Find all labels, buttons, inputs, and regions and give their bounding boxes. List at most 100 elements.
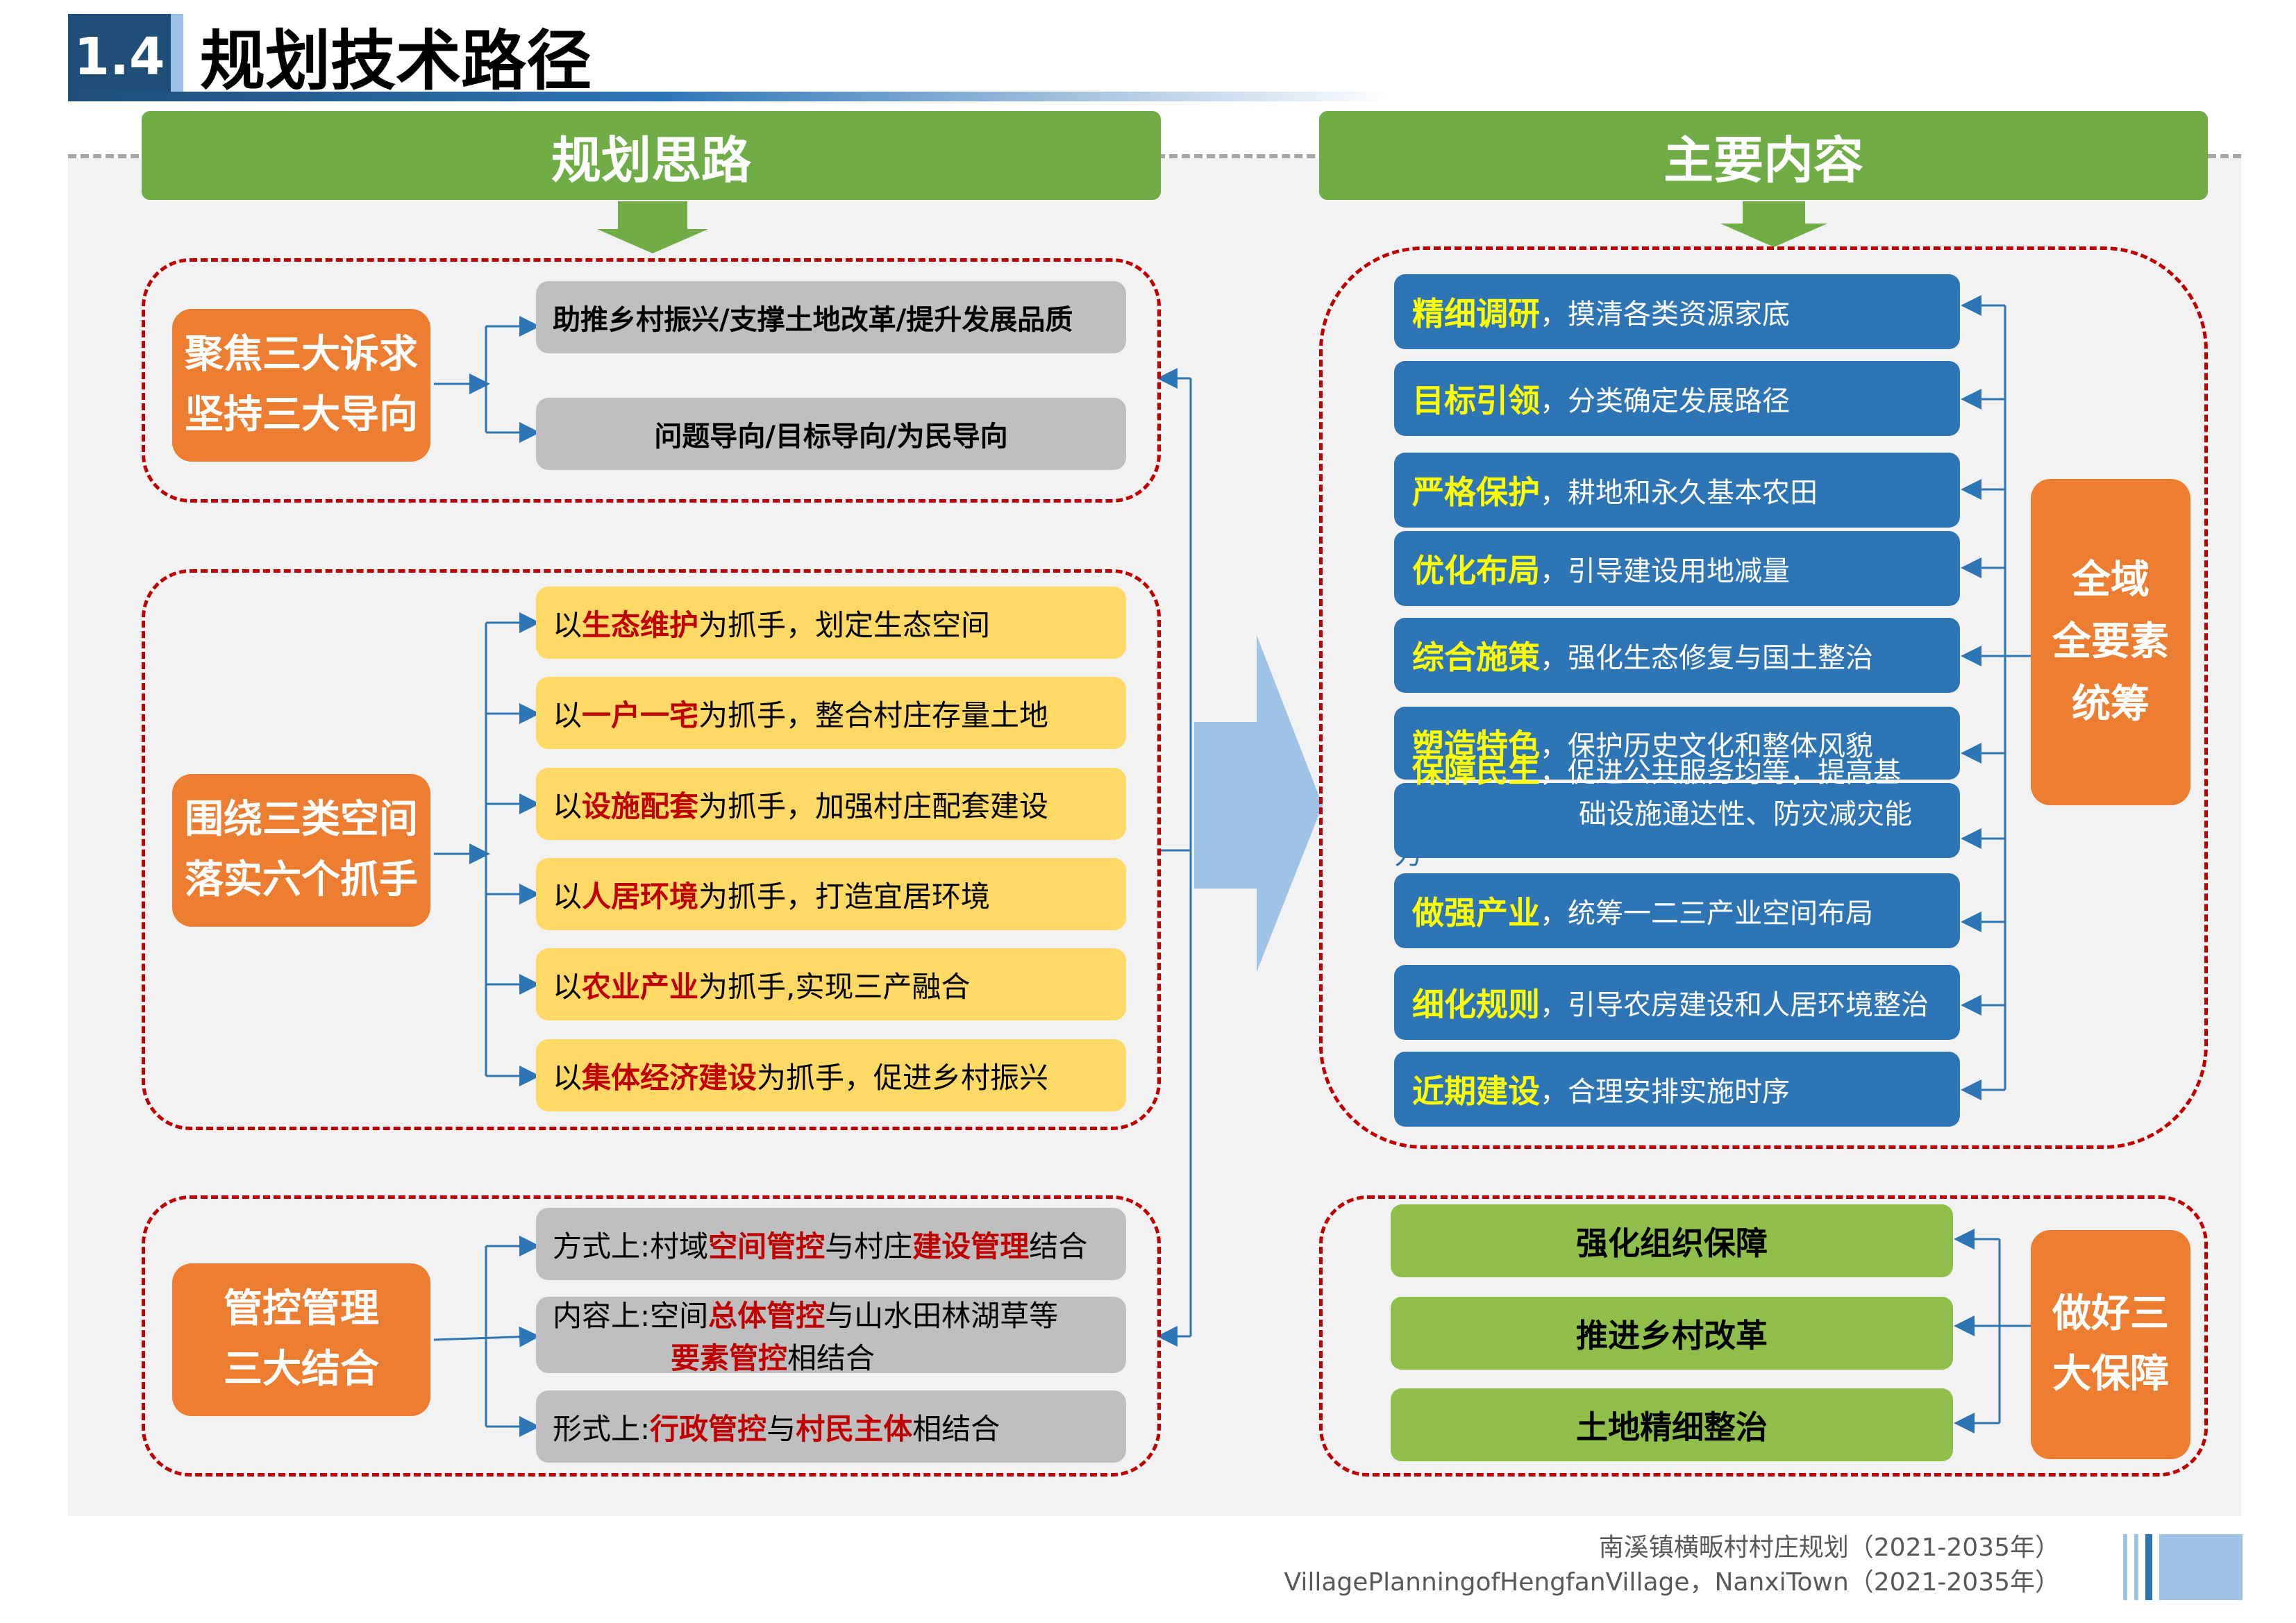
content-item: 严格保护，耕地和永久基本农田 bbox=[1394, 453, 1960, 528]
content-line: 础设施通达性、防灾减灾能 bbox=[1579, 798, 1912, 830]
group3-badge: 管控管理 三大结合 bbox=[172, 1263, 430, 1416]
item-suffix: 为抓手，划定生态空间 bbox=[698, 607, 991, 642]
item-text: 相结合 bbox=[912, 1411, 1000, 1446]
section-number: 1.4 bbox=[68, 14, 171, 100]
content-keyword: 近期建设 bbox=[1412, 1073, 1540, 1110]
guarantee-item: 土地精细整治 bbox=[1391, 1388, 1953, 1461]
item-keyword: 空间管控 bbox=[708, 1229, 826, 1263]
group3-item-2: 内容上:空间总体管控与山水田林湖草等 要素管控相结合 bbox=[536, 1297, 1126, 1375]
item-text: 与山水田林湖草等 bbox=[825, 1299, 1059, 1333]
item-prefix: 以 bbox=[553, 969, 583, 1004]
content-item: 精细调研，摸清各类资源家底 bbox=[1394, 274, 1960, 349]
content-item: 细化规则，引导农房建设和人居环境整治 bbox=[1394, 965, 1960, 1040]
guarantee-badge: 做好三 大保障 bbox=[2031, 1230, 2190, 1459]
item-text: 结合 bbox=[1029, 1229, 1088, 1263]
badge-line: 大保障 bbox=[2052, 1352, 2169, 1397]
group2-item: 以农业产业为抓手,实现三产融合 bbox=[536, 948, 1126, 1020]
group1-badge-line2: 坚持三大导向 bbox=[185, 392, 418, 437]
right-heading: 主要内容 bbox=[1319, 111, 2208, 200]
content-keyword: 塑造特色 bbox=[1412, 726, 1540, 764]
content-item: 保障民生，促进公共服务均等，提高基 础设施通达性、防灾减灾能 力 bbox=[1394, 752, 1960, 871]
item-suffix: 为抓手，打造宜居环境 bbox=[698, 879, 991, 914]
content-keyword: 做强产业 bbox=[1412, 894, 1540, 932]
group1-badge: 聚焦三大诉求 坚持三大导向 bbox=[172, 309, 430, 462]
item-keyword: 村民主体 bbox=[796, 1411, 913, 1446]
item-text: 与 bbox=[766, 1411, 796, 1446]
item-line: 要素管控相结合 bbox=[553, 1335, 875, 1377]
item-prefix: 以 bbox=[553, 879, 583, 914]
content-item: 近期建设，合理安排实施时序 bbox=[1394, 1052, 1960, 1127]
group1-item-2: 问题导向/目标导向/为民导向 bbox=[536, 398, 1126, 470]
title-underline bbox=[68, 92, 1394, 101]
group3-badge-line1: 管控管理 bbox=[224, 1286, 379, 1332]
guarantee-frame bbox=[1319, 1195, 2208, 1477]
item-line: 内容上:空间总体管控与山水田林湖草等 bbox=[553, 1293, 1058, 1335]
item-prefix: 以 bbox=[553, 789, 583, 823]
guarantee-item: 强化组织保障 bbox=[1391, 1204, 1953, 1277]
content-keyword: 综合施策 bbox=[1412, 639, 1540, 676]
title-accent-bar bbox=[171, 14, 183, 100]
item-prefix: 以 bbox=[553, 1060, 583, 1095]
guarantee-item: 推进乡村改革 bbox=[1391, 1297, 1953, 1370]
group1-badge-line1: 聚焦三大诉求 bbox=[185, 332, 418, 378]
item-keyword: 人居环境 bbox=[582, 879, 699, 914]
content-text: ，分类确定发展路径 bbox=[1540, 385, 1790, 417]
item-suffix: 为抓手，整合村庄存量土地 bbox=[698, 698, 1049, 732]
item-keyword: 总体管控 bbox=[708, 1299, 826, 1333]
footer-stripe bbox=[2123, 1534, 2127, 1600]
left-heading: 规划思路 bbox=[142, 111, 1161, 200]
group2-badge: 围绕三类空间 落实六个抓手 bbox=[172, 774, 430, 927]
group2-frame bbox=[142, 569, 1161, 1130]
item-keyword: 建设管理 bbox=[912, 1229, 1030, 1263]
group1-item-1: 助推乡村振兴/支撑土地改革/提升发展品质 bbox=[536, 281, 1126, 353]
content-item: 做强产业，统筹一二三产业空间布局 bbox=[1394, 873, 1960, 948]
content-keyword: 精细调研 bbox=[1412, 295, 1540, 333]
content-text: ，统筹一二三产业空间布局 bbox=[1540, 898, 1873, 930]
item-text: 相结合 bbox=[787, 1341, 875, 1375]
badge-line: 全域 bbox=[2072, 557, 2150, 603]
badge-line: 做好三 bbox=[2052, 1291, 2169, 1337]
item-prefix: 以 bbox=[553, 698, 583, 732]
footer-block bbox=[2159, 1534, 2243, 1600]
group2-item: 以设施配套为抓手，加强村庄配套建设 bbox=[536, 768, 1126, 840]
item-text: 方式上:村域 bbox=[553, 1229, 709, 1263]
footer-stripe bbox=[2134, 1534, 2138, 1600]
content-item: 目标引领，分类确定发展路径 bbox=[1394, 361, 1960, 436]
group3-badge-line2: 三大结合 bbox=[224, 1347, 379, 1392]
content-text: ，强化生态修复与国土整治 bbox=[1540, 642, 1873, 674]
content-keyword: 严格保护 bbox=[1412, 473, 1540, 511]
overall-coordination-badge: 全域 全要素 统筹 bbox=[2031, 479, 2190, 805]
footer-stripe bbox=[2145, 1534, 2152, 1600]
content-text: ，摸清各类资源家底 bbox=[1540, 298, 1790, 330]
item-keyword: 要素管控 bbox=[671, 1341, 788, 1375]
item-keyword: 生态维护 bbox=[582, 607, 699, 642]
group3-frame bbox=[142, 1195, 1161, 1477]
page-title: 规划技术路径 bbox=[200, 24, 592, 99]
content-item: 优化布局，引导建设用地减量 bbox=[1394, 531, 1960, 606]
content-text: ，促进公共服务均等，提高基 bbox=[1540, 757, 1901, 789]
content-line: 力 bbox=[1394, 839, 1422, 871]
item-keyword: 农业产业 bbox=[582, 969, 699, 1004]
item-keyword: 集体经济建设 bbox=[582, 1060, 757, 1095]
item-keyword: 设施配套 bbox=[582, 789, 699, 823]
group3-item-3: 形式上:行政管控与村民主体相结合 bbox=[536, 1390, 1126, 1463]
item-text: 内容上:空间 bbox=[553, 1299, 709, 1333]
item-text: 形式上: bbox=[553, 1411, 651, 1446]
footer-title-cn: 南溪镇横畈村村庄规划（2021-2035年） bbox=[1598, 1533, 2060, 1562]
footer-title-en: VillagePlanningofHengfanVillage，NanxiTow… bbox=[1284, 1568, 2060, 1597]
content-text: ，引导农房建设和人居环境整治 bbox=[1540, 989, 1929, 1021]
group1-frame bbox=[142, 258, 1161, 503]
content-item: 综合施策，强化生态修复与国土整治 bbox=[1394, 618, 1960, 693]
item-keyword: 行政管控 bbox=[650, 1411, 767, 1446]
item-suffix: 为抓手，促进乡村振兴 bbox=[757, 1060, 1049, 1095]
left-heading-down-arrow bbox=[597, 201, 708, 253]
item-prefix: 以 bbox=[553, 607, 583, 642]
big-right-arrow bbox=[1194, 635, 1323, 972]
content-keyword: 保障民生 bbox=[1412, 752, 1540, 789]
item-suffix: 为抓手，加强村庄配套建设 bbox=[698, 789, 1049, 823]
badge-line: 全要素 bbox=[2052, 619, 2169, 665]
content-text: ，保护历史文化和整体风貌 bbox=[1540, 730, 1873, 762]
group2-item: 以生态维护为抓手，划定生态空间 bbox=[536, 587, 1126, 659]
badge-line: 统筹 bbox=[2072, 681, 2150, 727]
group2-badge-line1: 围绕三类空间 bbox=[185, 797, 418, 843]
